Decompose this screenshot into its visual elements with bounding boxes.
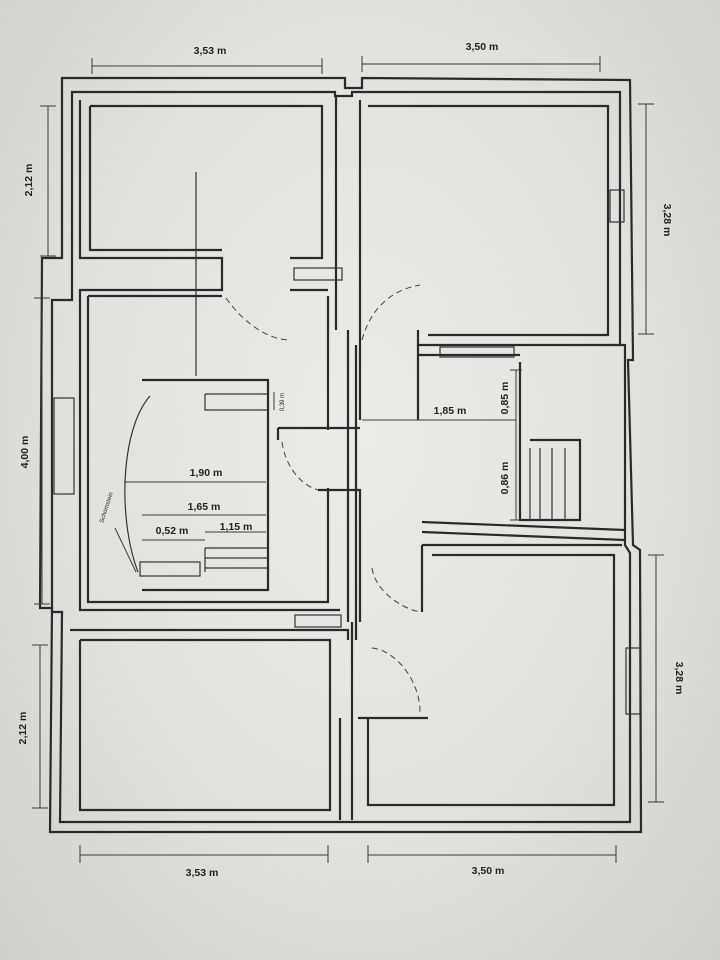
stairs (421, 362, 626, 547)
dim-stair-upper: 0,85 m (499, 382, 511, 415)
dim-hall-width: 1,85 m (434, 405, 467, 417)
corridor (276, 330, 362, 640)
chimney-label: Schornstein (99, 492, 114, 524)
dim-left-middle: 4,00 m (19, 436, 31, 469)
dimension-lines (32, 56, 664, 863)
dim-left-top: 2,12 m (23, 164, 35, 197)
room-bottom-left (70, 614, 354, 820)
dim-right-top: 3,28 m (661, 204, 673, 237)
inner-room (124, 378, 270, 592)
room-top-right (358, 100, 625, 420)
dim-right-bottom: 3,28 m (673, 662, 685, 695)
dim-039: 0,39 m (280, 393, 286, 411)
dim-top-left: 3,53 m (194, 45, 227, 57)
dim-bottom-right: 3,50 m (472, 865, 505, 877)
room-middle-left (53, 267, 343, 612)
dim-190: 1,90 m (190, 467, 223, 479)
dim-bottom-left: 3,53 m (186, 867, 219, 879)
dim-stair-lower: 0,86 m (499, 462, 511, 495)
outer-walls (38, 76, 643, 834)
dim-165: 1,65 m (188, 501, 221, 513)
dim-115: 1,15 m (220, 521, 253, 533)
door-swings (225, 284, 421, 713)
room-top-left (78, 96, 338, 376)
dim-left-bottom: 2,12 m (17, 712, 29, 745)
dim-052: 0,52 m (156, 525, 189, 537)
room-bottom-right (358, 545, 641, 807)
dim-top-right: 3,50 m (466, 41, 499, 53)
